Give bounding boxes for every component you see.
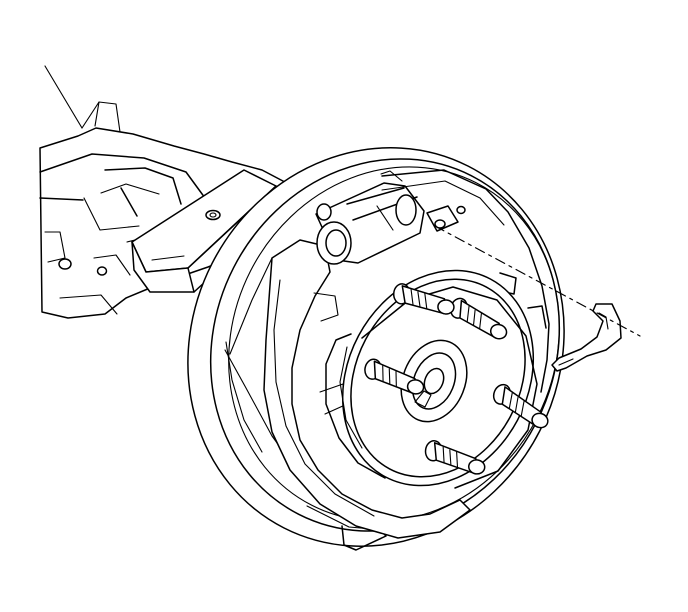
retaining-clip [551,303,622,372]
shoe-hardware [313,169,550,415]
lug-stud [449,297,508,340]
lug-stud-threads [466,305,482,330]
lug-stud-tip [437,299,455,315]
alignment-line [434,225,641,337]
brake-shoe [225,239,471,539]
lug-stud-threads [508,392,525,417]
lug-stud-threads [442,446,459,468]
lug-studs [364,283,549,475]
lug-stud [392,283,455,315]
lug-stud-threads [382,365,397,388]
wheel-cylinder [315,170,425,265]
lug-stud-tip [531,412,549,429]
lug-stud-tip [406,379,425,395]
lug-stud [424,440,486,475]
lug-stud [364,358,425,395]
lug-stud [492,383,549,429]
lug-stud-threads [410,288,428,310]
lug-stud-tip [489,323,508,340]
leader-line [44,65,83,129]
hub-bore [400,339,468,423]
lug-stud-tip [467,459,486,475]
